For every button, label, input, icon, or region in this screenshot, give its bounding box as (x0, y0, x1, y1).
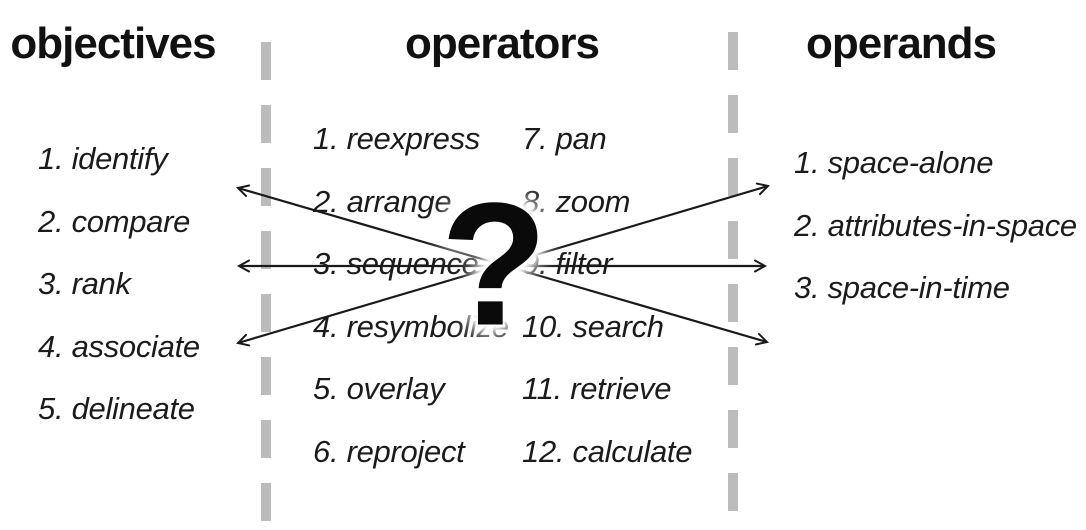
operators-item: 6. reproject (313, 433, 465, 469)
column-title-objectives: objectives (10, 19, 216, 68)
operands-item: 2. attributes-in-space (794, 207, 1077, 243)
question-mark-icon: ? (440, 167, 548, 363)
operands-item: 1. space-alone (794, 145, 994, 181)
operators-item: 5. overlay (313, 371, 445, 407)
operators-item: 7. pan (522, 121, 607, 157)
operators-item: 1. reexpress (313, 121, 480, 157)
arrow-bottomleft-topright (236, 182, 770, 347)
objectives-item: 2. compare (38, 203, 191, 239)
operators-item: 12. calculate (522, 433, 693, 469)
operands-item: 3. space-in-time (794, 270, 1010, 306)
column-title-operands: operands (805, 19, 997, 68)
operands-list: 1. space-alone 2. attributes-in-space 3.… (794, 132, 1077, 320)
objectives-item: 1. identify (38, 141, 168, 177)
operators-item: 11. retrieve (522, 371, 672, 407)
objectives-item: 5. delineate (38, 391, 195, 427)
column-title-operators: operators (405, 19, 600, 68)
objectives-item: 3. rank (38, 266, 131, 302)
objectives-item: 4. associate (38, 328, 200, 364)
objectives-list: 1. identify 2. compare 3. rank 4. associ… (38, 128, 200, 441)
